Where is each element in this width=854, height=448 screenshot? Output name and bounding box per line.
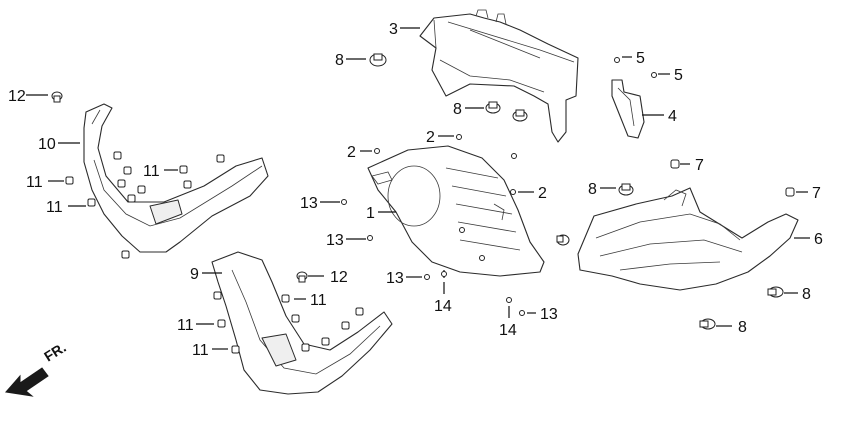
callout-5: 5 (674, 67, 683, 84)
callout-14: 14 (499, 322, 517, 339)
bolt-8-low-icon (767, 286, 784, 298)
part-1-inner-cover (367, 145, 545, 277)
screw-12b-icon (296, 271, 308, 283)
screw-2c-icon (511, 153, 517, 159)
screw-2-icon (374, 148, 380, 154)
callout-13: 13 (540, 306, 558, 323)
clip-7b-icon (785, 187, 795, 197)
screw-14b-icon (506, 297, 512, 303)
bolt-8-side-icon (556, 234, 570, 246)
callout-12: 12 (330, 269, 348, 286)
callout-labels: 3 8 5 5 8 4 12 2 2 7 10 11 11 11 2 8 7 1… (8, 21, 823, 359)
callout-8: 8 (738, 319, 747, 336)
part-10-front-frame (83, 103, 269, 253)
callout-11: 11 (46, 199, 63, 216)
leader-lines (26, 27, 810, 350)
callout-8: 8 (453, 101, 462, 118)
front-marker-label: FR. (41, 339, 69, 365)
screw-12-icon (51, 91, 63, 103)
callout-13: 13 (300, 195, 318, 212)
bolt-8-low2-icon (699, 318, 716, 330)
bolt-8-mid-icon (485, 101, 501, 114)
screw-13d-icon (519, 310, 525, 316)
callout-10: 10 (38, 136, 56, 153)
part-4-bracket (611, 79, 645, 139)
part-3-upper-cover (419, 9, 579, 143)
clip-7-icon (670, 159, 680, 169)
screw-5-icon (614, 57, 620, 63)
callout-14: 14 (434, 298, 452, 315)
callout-13: 13 (386, 270, 404, 287)
front-arrow-icon (5, 367, 49, 397)
screw-13c-icon (424, 274, 430, 280)
callout-9: 9 (190, 266, 199, 283)
screw-5b-icon (651, 72, 657, 78)
bolt-8-mid2-icon (512, 109, 528, 122)
callout-11: 11 (26, 174, 43, 191)
front-direction-marker: FR. (5, 339, 69, 397)
callout-2: 2 (347, 144, 356, 161)
hardware-fasteners (51, 53, 795, 354)
screw-13-icon (341, 199, 347, 205)
callout-8: 8 (802, 286, 811, 303)
callout-4: 4 (668, 108, 677, 125)
screw-1b-icon (459, 227, 465, 233)
callout-7: 7 (695, 157, 704, 174)
screw-13b-icon (367, 235, 373, 241)
callout-11: 11 (177, 317, 194, 334)
callout-3: 3 (389, 21, 398, 38)
callout-7: 7 (812, 185, 821, 202)
part-6-under-cover (577, 187, 799, 291)
callout-8: 8 (335, 52, 344, 69)
screw-1-icon (479, 255, 485, 261)
callout-11: 11 (310, 292, 327, 309)
screw-2b-icon (456, 134, 462, 140)
screw-2d-icon (510, 189, 516, 195)
callout-2: 2 (426, 129, 435, 146)
part-9-lower-frame (211, 251, 393, 395)
bolt-8-upper-icon (369, 53, 387, 67)
clip-11-group-icon (65, 151, 364, 354)
callout-6: 6 (814, 231, 823, 248)
callout-2: 2 (538, 185, 547, 202)
callout-1: 1 (366, 205, 375, 222)
callout-13: 13 (326, 232, 344, 249)
callout-11: 11 (143, 163, 160, 180)
callout-12: 12 (8, 88, 26, 105)
callout-11: 11 (192, 342, 209, 359)
bolt-8-right-icon (618, 183, 634, 196)
callout-8: 8 (588, 181, 597, 198)
callout-5: 5 (636, 50, 645, 67)
